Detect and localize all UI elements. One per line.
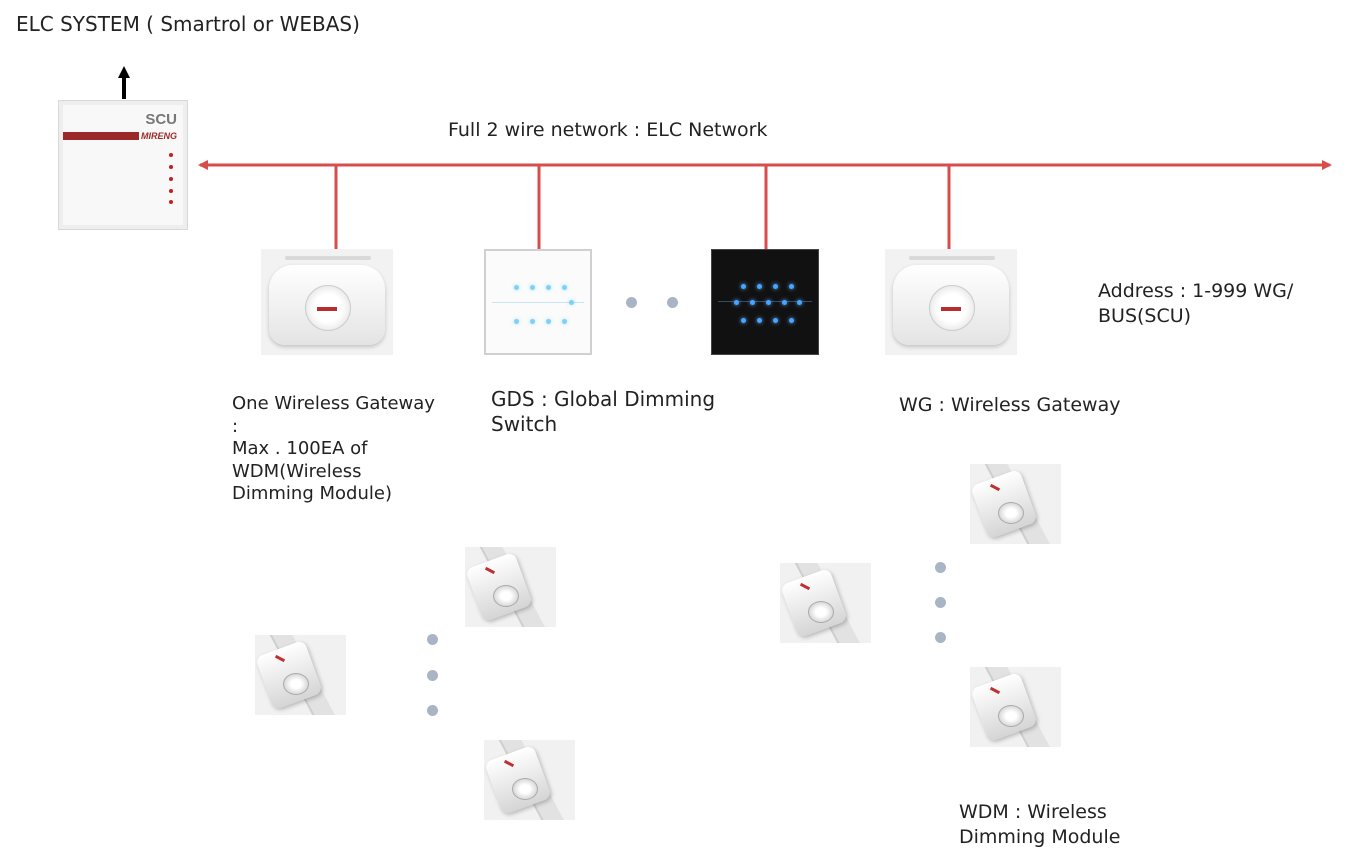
gds-label: GDS : Global Dimming Switch [491,387,716,436]
ellipsis-dot [935,632,946,643]
antenna-icon [909,256,995,260]
gds-switch-black [711,249,819,355]
gds-light-line [718,301,812,302]
wdm-sensor [780,563,871,643]
gds-bar-light [734,300,739,305]
gds-key-icon [562,285,567,290]
wdm-lens [283,673,309,695]
scu-led-icon [169,153,173,157]
gds-key-icon [789,318,794,323]
gds-key-icon [773,318,778,323]
scu-title: SCU [145,111,177,128]
wdm-sensor [255,635,346,715]
wdm-lens [998,705,1024,727]
gds-switch-white [484,249,592,355]
wdm-sensor [484,740,575,820]
network-label: Full 2 wire network : ELC Network [448,119,768,141]
gds-bar-light [750,300,755,305]
gds-key-icon [757,284,762,289]
wg-label: WG : Wireless Gateway [899,394,1121,416]
wireless-gateway-1 [261,249,393,355]
address-label: Address : 1-999 WG/ BUS(SCU) [1098,280,1294,327]
gds-center-light [569,300,574,305]
gds-key-icon [530,319,535,324]
one-gateway-label: One Wireless Gateway : Max . 100EA of WD… [232,393,435,504]
scu-led-icon [169,177,173,181]
wdm-lens [493,585,519,607]
gds-key-icon [514,285,519,290]
gds-key-icon [773,284,778,289]
wdm-lens [512,778,538,800]
gds-key-icon [546,319,551,324]
gds-bar-light [797,300,802,305]
wdm-sensor [970,464,1061,544]
ellipsis-dot [935,562,946,573]
wdm-sensor [465,547,556,627]
elc-system-label: ELC SYSTEM ( Smartrol or WEBAS) [16,12,360,36]
wdm-lens [808,601,834,623]
gds-bar-light [782,300,787,305]
scu-brand-logo: MIRENG [141,131,177,141]
wdm-sensor [970,667,1061,747]
scu-led-icon [169,200,173,204]
antenna-icon [285,256,371,260]
ellipsis-dot [935,597,946,608]
ellipsis-dot [427,634,438,645]
ellipsis-dot [626,297,637,308]
gds-light-line [492,302,584,303]
wireless-gateway-2 [885,249,1017,355]
gds-key-icon [514,319,519,324]
ellipsis-dot [427,705,438,716]
wdm-lens [998,502,1024,524]
scu-panel [63,105,183,225]
scu-controller: SCU MIRENG [58,100,188,230]
gds-key-icon [562,319,567,324]
gds-key-icon [757,318,762,323]
gds-bar-light [766,300,771,305]
gds-key-icon [530,285,535,290]
scu-led-icon [169,165,173,169]
gds-key-icon [546,285,551,290]
gds-key-icon [741,284,746,289]
ellipsis-dot [427,670,438,681]
wdm-label: WDM : Wireless Dimming Module [959,801,1121,848]
gds-key-icon [741,318,746,323]
gateway-logo [317,307,337,311]
scu-led-icon [169,189,173,193]
scu-band [63,132,139,140]
gds-key-icon [789,284,794,289]
ellipsis-dot [667,297,678,308]
gateway-logo [941,307,961,311]
